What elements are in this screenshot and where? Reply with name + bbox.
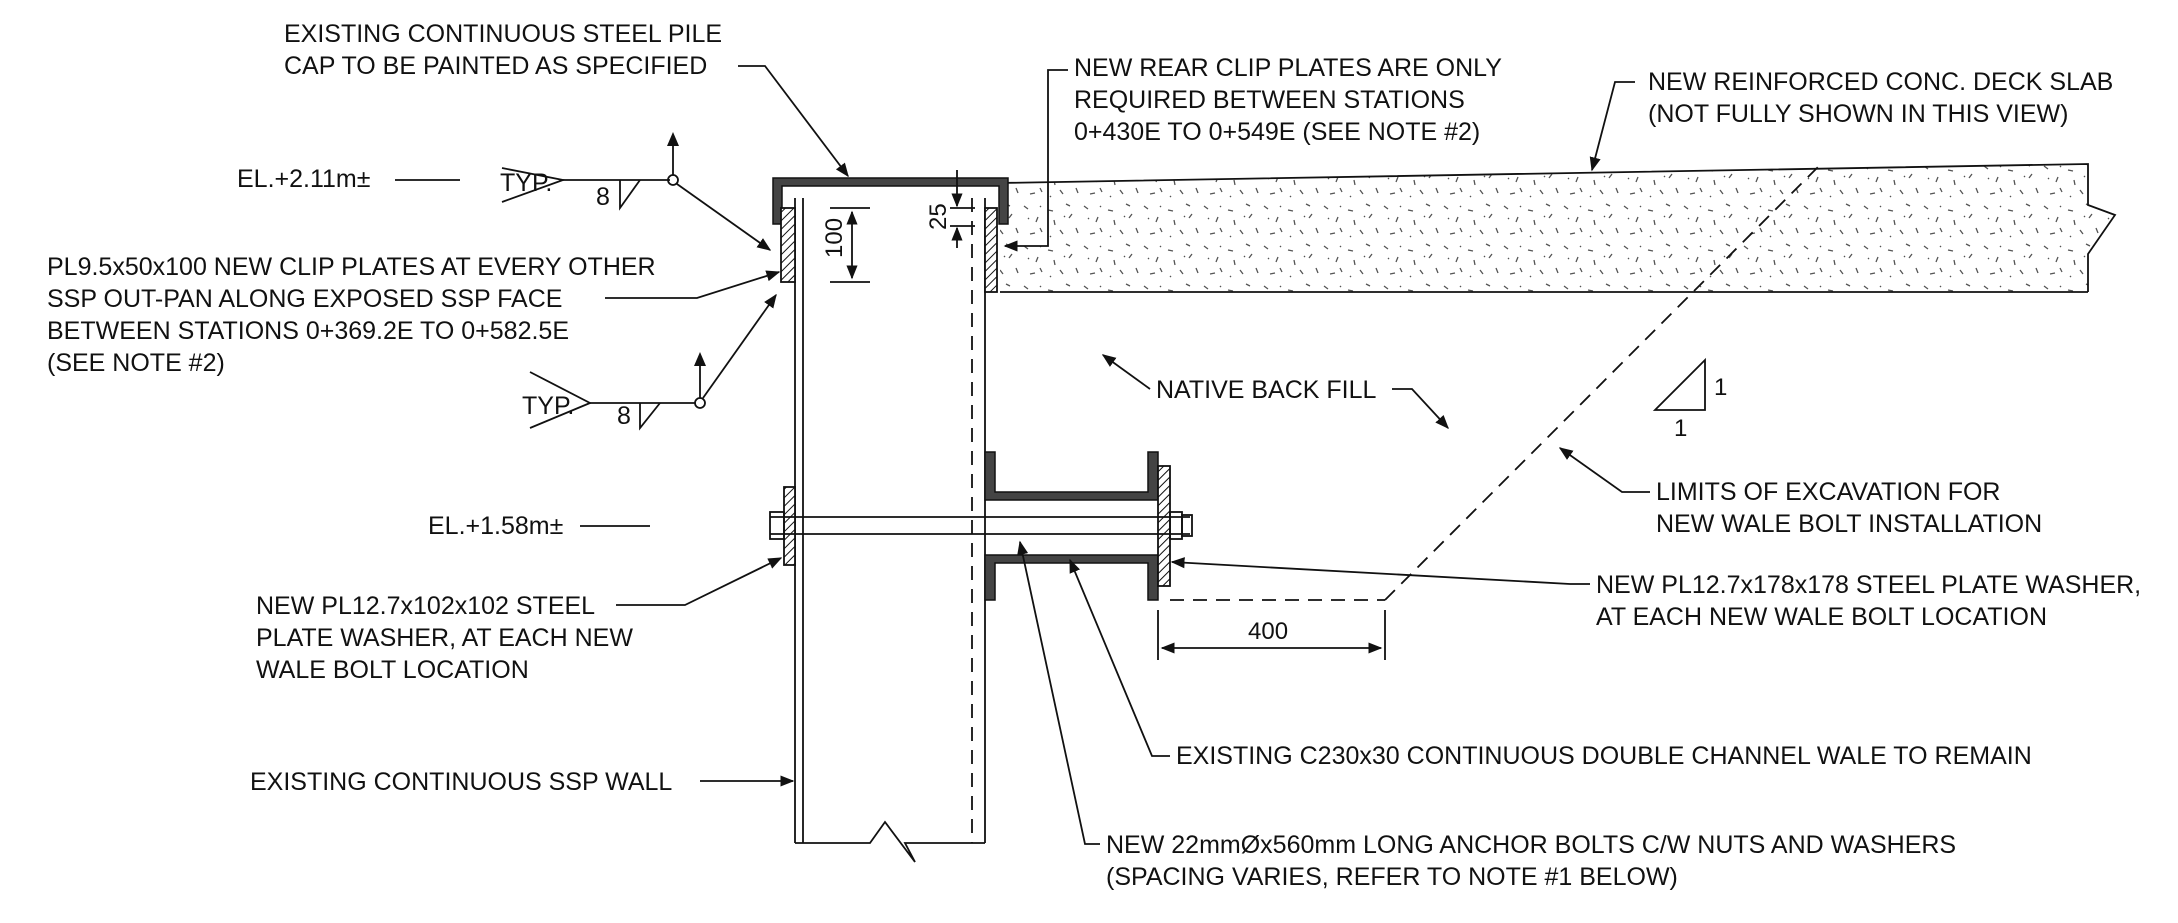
leader-washer-large — [1170, 557, 1590, 585]
leader-pile-cap — [738, 65, 849, 178]
slope-rise-label: 1 — [1714, 374, 1727, 401]
front-clip-plate — [780, 207, 796, 283]
elevation-top-label: EL.+2.11m± — [237, 165, 370, 193]
weld-symbol-bottom: 8 TYP. — [522, 293, 777, 431]
dim-excavation-offset: 400 — [1157, 610, 1386, 660]
svg-text:(SEE NOTE #2): (SEE NOTE #2) — [47, 349, 225, 377]
svg-text:NEW 22mmØx560mm LONG ANCHOR BO: NEW 22mmØx560mm LONG ANCHOR BOLTS C/W NU… — [1106, 831, 1956, 859]
svg-text:NEW PL12.7x178x178 STEEL PLATE: NEW PL12.7x178x178 STEEL PLATE WASHER, — [1596, 571, 2141, 599]
excavation-limit-line — [1170, 164, 1821, 601]
wale-channel-top — [984, 451, 1159, 501]
leader-rear-clip — [1003, 69, 1068, 252]
weld-bottom-size: 8 — [617, 402, 631, 430]
dim-cap-gap: 25 — [925, 170, 975, 248]
svg-text:LIMITS OF EXCAVATION FOR: LIMITS OF EXCAVATION FOR — [1656, 478, 2000, 506]
svg-text:CAP TO BE PAINTED AS SPECIFIED: CAP TO BE PAINTED AS SPECIFIED — [284, 52, 707, 80]
svg-text:PL9.5x50x100 NEW CLIP PLATES A: PL9.5x50x100 NEW CLIP PLATES AT EVERY OT… — [47, 253, 656, 281]
svg-text:WALE BOLT LOCATION: WALE BOLT LOCATION — [256, 656, 529, 684]
rear-clip-plate — [984, 207, 998, 293]
leader-wale — [1069, 558, 1170, 757]
svg-text:(NOT FULLY SHOWN IN THIS VIEW): (NOT FULLY SHOWN IN THIS VIEW) — [1648, 100, 2068, 128]
leader-anchor-bolt — [1017, 540, 1100, 845]
svg-text:(SPACING VARIES, REFER TO NOTE: (SPACING VARIES, REFER TO NOTE #1 BELOW) — [1106, 863, 1678, 891]
svg-text:AT EACH NEW WALE BOLT LOCATION: AT EACH NEW WALE BOLT LOCATION — [1596, 603, 2047, 631]
concrete-deck-slab — [999, 163, 2117, 293]
svg-text:NEW PL12.7x102x102 STEEL: NEW PL12.7x102x102 STEEL — [256, 592, 595, 620]
svg-text:SSP OUT-PAN ALONG EXPOSED SSP: SSP OUT-PAN ALONG EXPOSED SSP FACE — [47, 285, 562, 313]
svg-text:REQUIRED BETWEEN STATIONS: REQUIRED BETWEEN STATIONS — [1074, 86, 1465, 114]
svg-text:BETWEEN STATIONS 0+369.2E TO 0: BETWEEN STATIONS 0+369.2E TO 0+582.5E — [47, 317, 569, 345]
typ-top-label: TYP. — [500, 169, 552, 197]
elevation-bolt-label: EL.+1.58m± — [428, 512, 563, 540]
leader-clip-plates — [605, 270, 781, 299]
leader-backfill-right — [1392, 388, 1449, 430]
slope-symbol: 1 1 — [1652, 357, 1727, 442]
slope-run-label: 1 — [1674, 415, 1687, 442]
svg-text:PLATE WASHER, AT EACH NEW: PLATE WASHER, AT EACH NEW — [256, 624, 633, 652]
note-excavation: LIMITS OF EXCAVATION FOR NEW WALE BOLT I… — [1656, 478, 2042, 538]
dim-clip-height: 100 — [821, 207, 870, 283]
svg-text:0+430E TO 0+549E (SEE NOTE #2): 0+430E TO 0+549E (SEE NOTE #2) — [1074, 118, 1480, 146]
svg-text:NEW REAR CLIP PLATES ARE ONLY: NEW REAR CLIP PLATES ARE ONLY — [1074, 54, 1502, 82]
dim-clip-height-label: 100 — [821, 218, 848, 258]
note-washer-small: NEW PL12.7x102x102 STEEL PLATE WASHER, A… — [256, 592, 633, 684]
native-backfill-label: NATIVE BACK FILL — [1156, 376, 1377, 404]
svg-text:NEW WALE BOLT INSTALLATION: NEW WALE BOLT INSTALLATION — [1656, 510, 2042, 538]
weld-symbol-top: 8 TYP. — [500, 132, 772, 251]
note-washer-large: NEW PL12.7x178x178 STEEL PLATE WASHER, A… — [1596, 571, 2141, 631]
weld-top-size: 8 — [596, 183, 610, 211]
typ-bottom-label: TYP. — [522, 392, 574, 420]
note-rear-clip: NEW REAR CLIP PLATES ARE ONLY REQUIRED B… — [1074, 54, 1502, 146]
note-pile-cap: EXISTING CONTINUOUS STEEL PILE CAP TO BE… — [284, 20, 722, 80]
svg-text:EXISTING CONTINUOUS STEEL PILE: EXISTING CONTINUOUS STEEL PILE — [284, 20, 722, 48]
leader-deck-slab — [1589, 81, 1635, 172]
ssp-wall-label: EXISTING CONTINUOUS SSP WALL — [250, 768, 672, 796]
steel-pile-cap — [772, 177, 1009, 225]
svg-text:NEW REINFORCED CONC. DECK SLAB: NEW REINFORCED CONC. DECK SLAB — [1648, 68, 2113, 96]
dim-cap-gap-label: 25 — [925, 203, 952, 230]
dim-excavation-offset-label: 400 — [1248, 618, 1288, 645]
large-plate-washer — [1157, 465, 1171, 587]
small-plate-washer — [783, 486, 796, 566]
note-anchor-bolts: NEW 22mmØx560mm LONG ANCHOR BOLTS C/W NU… — [1106, 831, 1956, 891]
wale-label: EXISTING C230x30 CONTINUOUS DOUBLE CHANN… — [1176, 742, 2032, 770]
leader-washer-small — [616, 557, 783, 606]
note-clip-plates: PL9.5x50x100 NEW CLIP PLATES AT EVERY OT… — [47, 253, 656, 377]
leader-excavation — [1558, 447, 1650, 493]
leader-backfill-left — [1101, 354, 1151, 390]
note-deck-slab: NEW REINFORCED CONC. DECK SLAB (NOT FULL… — [1648, 68, 2113, 128]
anchor-bolt — [769, 511, 1193, 540]
ssp-wall — [794, 198, 986, 863]
